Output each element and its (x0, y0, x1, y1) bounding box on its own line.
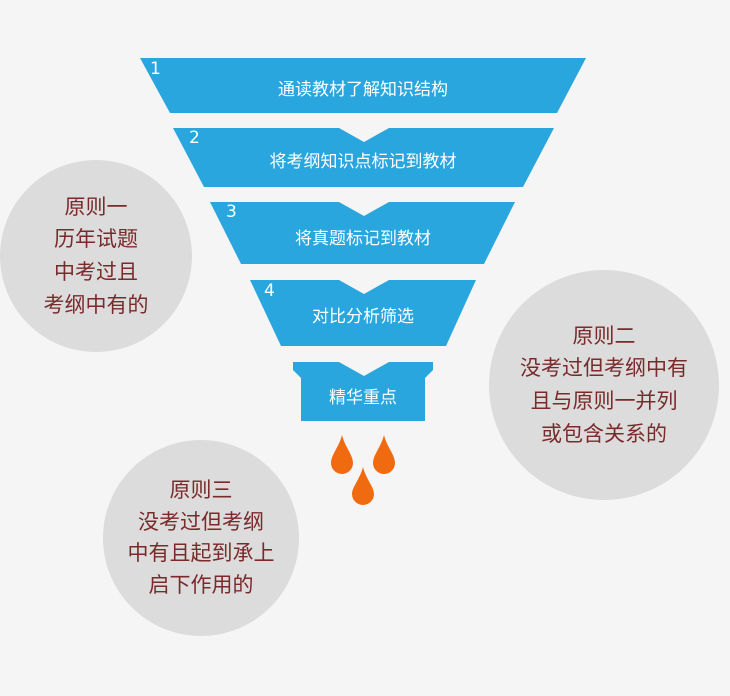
principle-1-circle: 原则一 历年试题 中考过且 考纲中有的 (0, 160, 192, 352)
drops (331, 435, 395, 505)
stage-4-label: 对比分析筛选 (312, 307, 414, 327)
stage-2-label: 将考纲知识点标记到教材 (269, 152, 457, 172)
funnel-stage-3-shape (210, 202, 515, 264)
principle-1-line-3: 中考过且 (54, 260, 138, 284)
principle-3-line-2: 没考过但考纲 (138, 509, 264, 534)
funnel-stage-4-shape (250, 280, 476, 346)
funnel-stage-2-shape (173, 128, 554, 187)
principle-1-line-4: 考纲中有的 (43, 292, 149, 317)
stage-5-label: 精华重点 (329, 388, 397, 408)
stage-3-number: 3 (226, 202, 237, 222)
drop-bottom-icon (352, 467, 374, 505)
principle-3-circle: 原则三 没考过但考纲 中有且起到承上 启下作用的 (103, 440, 299, 636)
stage-2-number: 2 (189, 128, 200, 148)
stage-1-label: 通读教材了解知识结构 (278, 80, 448, 100)
principle-2-line-4: 或包含关系的 (541, 421, 667, 446)
drop-left-icon (331, 435, 353, 474)
principle-3-line-1: 原则三 (169, 478, 233, 502)
principle-1-line-1: 原则一 (64, 194, 128, 219)
principle-2-line-3: 且与原则一并列 (530, 389, 678, 413)
stage-1-number: 1 (150, 59, 161, 79)
funnel-stage-1-shape (140, 58, 586, 113)
principle-2-line-2: 没考过但考纲中有 (520, 356, 688, 381)
stage-4-number: 4 (264, 281, 275, 301)
principle-2-line-1: 原则二 (572, 323, 636, 348)
drop-right-icon (373, 435, 395, 474)
principle-3-line-4: 启下作用的 (148, 572, 254, 597)
principle-2-circle: 原则二 没考过但考纲中有 且与原则一并列 或包含关系的 (489, 270, 719, 500)
stage-3-label: 将真题标记到教材 (295, 229, 431, 249)
funnel-stage-5-shape (293, 362, 433, 421)
principle-3-line-3: 中有且起到承上 (127, 541, 275, 565)
principle-1-line-2: 历年试题 (54, 227, 138, 252)
